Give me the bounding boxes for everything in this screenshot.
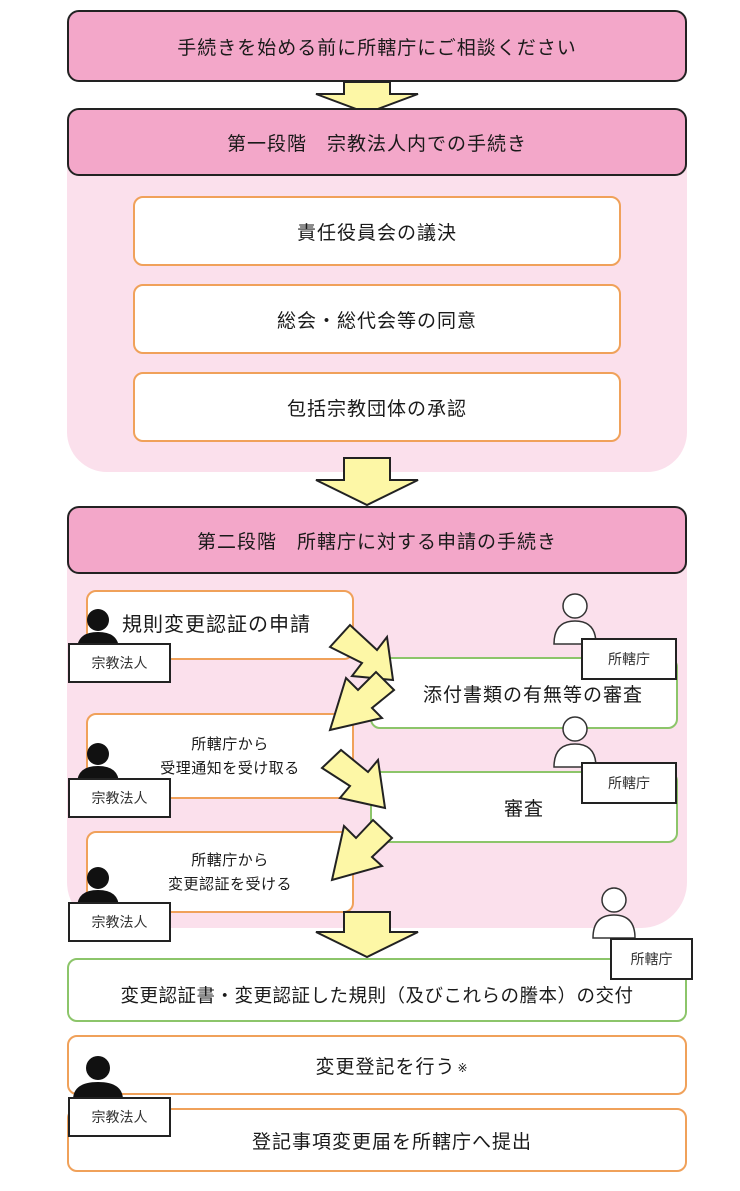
registration-label: 変更登記を行う	[315, 1055, 456, 1078]
approval-line2: 変更認証を受ける	[167, 875, 292, 893]
actor-label-religious-corp: 宗教法人	[68, 902, 171, 942]
arrow-right-down-2	[320, 748, 387, 810]
actor-label-religious-corp: 宗教法人	[68, 1097, 171, 1137]
actor-label-authority: 所轄庁	[610, 938, 693, 980]
registration-note: ※	[457, 1061, 469, 1075]
actor-label-authority: 所轄庁	[581, 762, 677, 804]
arrow-left-down-1	[328, 670, 396, 732]
approval-line1: 所轄庁から	[191, 851, 269, 869]
top-notice: 手続きを始める前に所轄庁にご相談ください	[67, 10, 687, 82]
delivery-label: 変更認証書・変更認証した規則（及びこれらの謄本）の交付	[120, 986, 634, 1007]
delivery-box: 変更認証書・変更認証した規則（及びこれらの謄本）の交付	[67, 958, 687, 1022]
step-board-resolution: 責任役員会の議決	[133, 196, 621, 266]
step-umbrella-approval: 包括宗教団体の承認	[133, 372, 621, 442]
receipt-line2: 受理通知を受け取る	[160, 759, 300, 777]
person-outline-icon	[553, 716, 597, 768]
down-arrow-icon	[315, 911, 419, 959]
person-outline-icon	[592, 887, 636, 939]
arrow-right-down-1	[328, 623, 395, 682]
down-arrow-icon	[315, 81, 419, 115]
stage1-title: 第一段階 宗教法人内での手続き	[67, 108, 687, 176]
receipt-line1: 所轄庁から	[191, 735, 269, 753]
registration-box: 変更登記を行う ※	[67, 1035, 687, 1095]
arrow-left-down-2	[330, 818, 394, 882]
person-icon	[73, 1056, 123, 1100]
submission-label: 登記事項変更届を所轄庁へ提出	[251, 1130, 532, 1153]
down-arrow-icon	[315, 457, 419, 507]
actor-label-religious-corp: 宗教法人	[68, 778, 171, 818]
apply-label: 規則変更認証の申請	[122, 612, 311, 636]
stage2-title: 第二段階 所轄庁に対する申請の手続き	[67, 506, 687, 574]
step-general-assembly-consent: 総会・総代会等の同意	[133, 284, 621, 354]
actor-label-religious-corp: 宗教法人	[68, 643, 171, 683]
actor-label-authority: 所轄庁	[581, 638, 677, 680]
approval-box: 所轄庁から 変更認証を受ける	[86, 831, 354, 913]
